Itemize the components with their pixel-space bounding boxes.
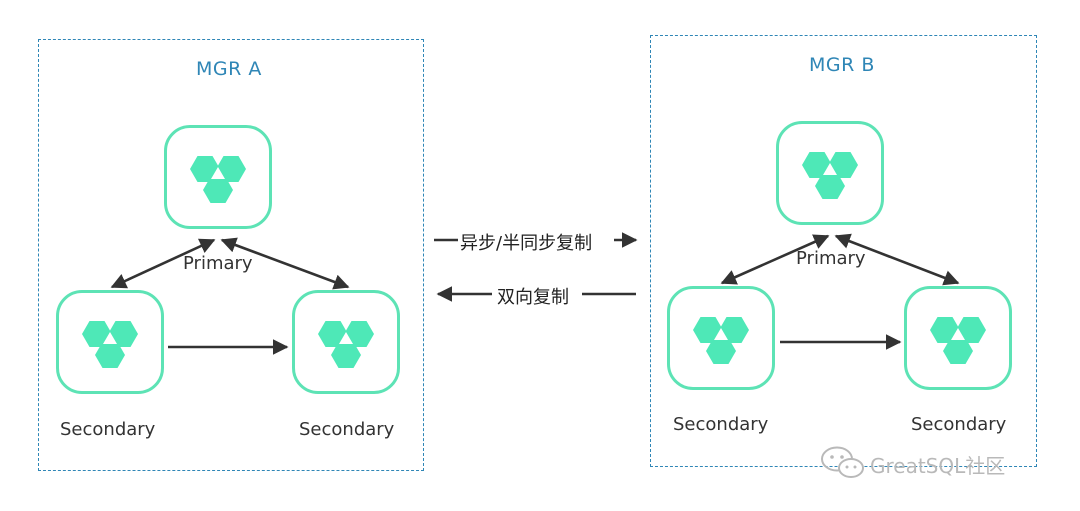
cluster-b-title: MGR B [809,54,875,76]
hexagon-shape [706,338,736,364]
hexagon-shape [190,156,220,182]
hexagon-shape [318,321,348,347]
cluster-b-secondary-right-label: Secondary [911,414,1007,435]
hexagon-shape [802,152,832,178]
hexagon-shape [693,317,723,343]
cluster-a-title: MGR A [196,58,262,80]
hexagon-shape [930,317,960,343]
wechat-icon [821,446,864,478]
database-cluster-icon [930,317,986,364]
cluster-a-primary-node [164,125,272,229]
hexagon-shape [828,152,858,178]
watermark-text: GreatSQL社区 [870,454,1006,478]
center-triangle-shape [951,328,965,340]
cluster-a-primary-label: Primary [183,253,253,274]
hexagon-shape [216,156,246,182]
async-semisync-replication-label: 异步/半同步复制 [460,233,593,254]
database-cluster-icon [318,321,374,368]
cluster-b-secondary-left-label: Secondary [673,414,769,435]
cluster-b-secondary-left-node [667,286,775,390]
hexagon-shape [108,321,138,347]
center-triangle-shape [823,163,837,175]
hexagon-shape [344,321,374,347]
bidirectional-replication-label: 双向复制 [497,287,569,308]
cluster-b-primary-node [776,121,884,225]
cluster-a-secondary-left-node [56,290,164,394]
hexagon-shape [943,338,973,364]
database-cluster-icon [190,156,246,203]
cluster-a-secondary-right-label: Secondary [299,419,395,440]
cluster-b-secondary-right-node [904,286,1012,390]
database-cluster-icon [693,317,749,364]
cluster-a-box [38,39,424,471]
database-cluster-icon [82,321,138,368]
database-cluster-icon [802,152,858,199]
hexagon-shape [815,173,845,199]
cluster-b-primary-label: Primary [796,248,866,269]
center-triangle-shape [339,332,353,344]
hexagon-shape [95,342,125,368]
center-triangle-shape [714,328,728,340]
center-triangle-shape [211,167,225,179]
cluster-a-secondary-left-label: Secondary [60,419,156,440]
hexagon-shape [203,177,233,203]
hexagon-shape [331,342,361,368]
hexagon-shape [82,321,112,347]
hexagon-shape [719,317,749,343]
cluster-a-secondary-right-node [292,290,400,394]
hexagon-shape [956,317,986,343]
center-triangle-shape [103,332,117,344]
